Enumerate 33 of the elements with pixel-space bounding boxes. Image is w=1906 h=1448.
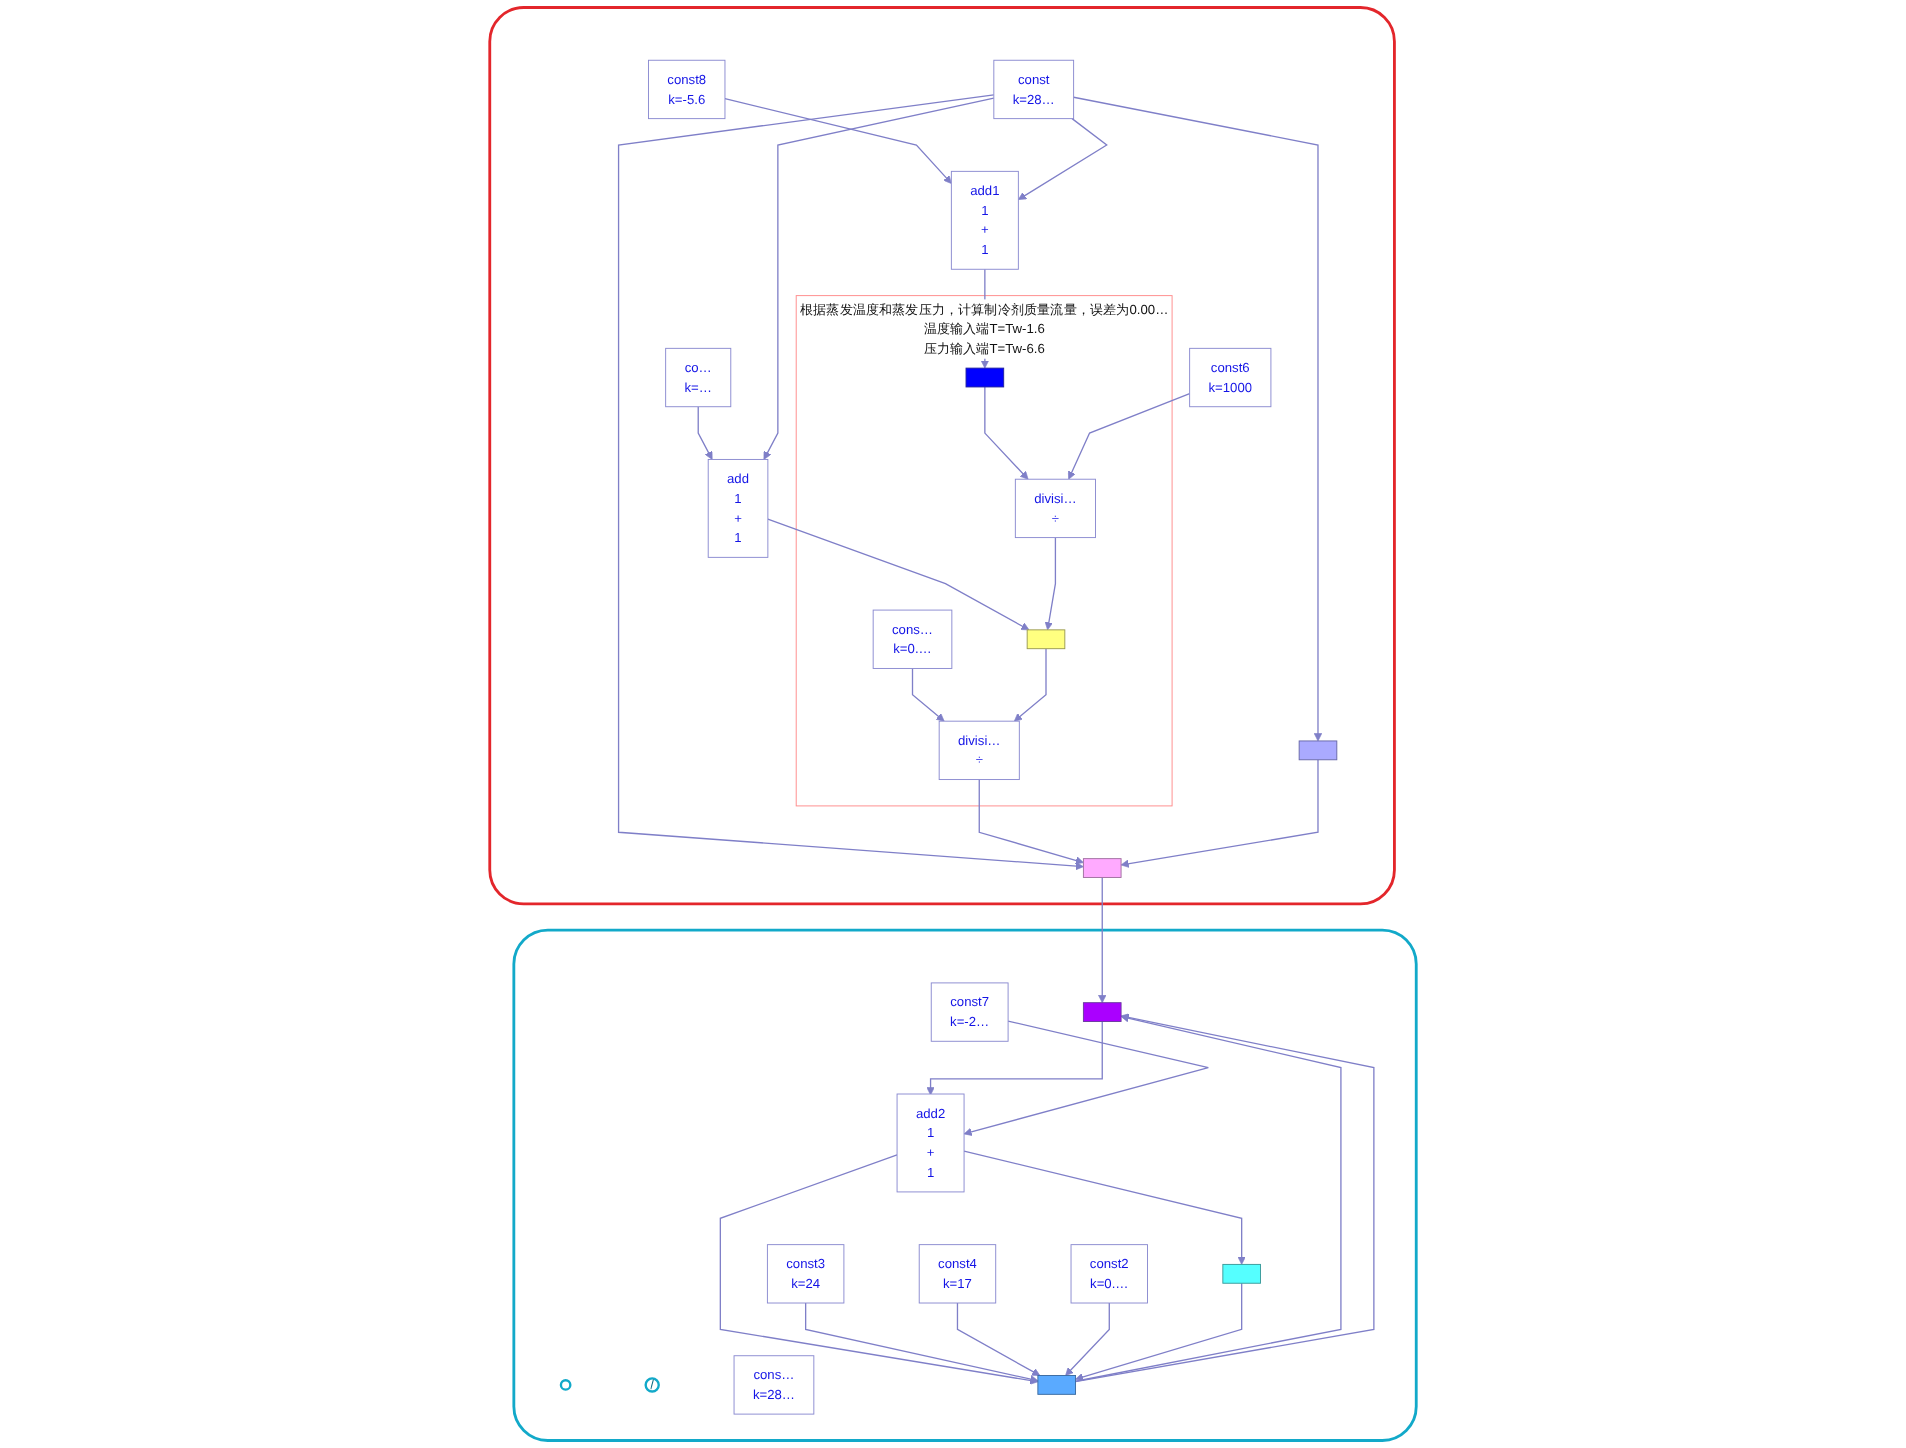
node-box: [1298, 740, 1338, 761]
arrow: [763, 97, 995, 460]
arrow: [978, 778, 1084, 865]
node-box: [1037, 1375, 1076, 1395]
cluster: [512, 928, 1418, 1442]
arrow: [1013, 648, 1047, 722]
arrow: [963, 1150, 1246, 1265]
arrow: [956, 1302, 1041, 1376]
arrow: [1075, 1282, 1243, 1382]
arrow: [911, 667, 945, 722]
node-box: [1082, 1002, 1122, 1022]
node-box: [965, 367, 1005, 388]
arrow: [1098, 876, 1107, 1004]
arrow: [984, 386, 1029, 480]
arrow: [724, 98, 952, 184]
arrow: [1065, 1302, 1110, 1376]
arrow: [617, 94, 1084, 871]
arrow: [805, 1302, 1039, 1384]
arrow: [697, 406, 713, 460]
node-box: [1222, 1263, 1261, 1284]
cluster: [488, 6, 1396, 906]
arrow: [1067, 392, 1191, 480]
arrow: [1018, 117, 1108, 200]
arrow: [719, 1154, 1039, 1385]
arrow: [1072, 96, 1323, 742]
node-box: [1026, 629, 1066, 650]
node-box: [1082, 858, 1122, 878]
arrow: [1120, 759, 1319, 868]
arrow: [963, 1020, 1209, 1136]
arrow: [767, 518, 1030, 631]
node-circle: [559, 1379, 572, 1391]
arrow: [926, 1020, 1103, 1096]
arrow: [1044, 536, 1057, 631]
